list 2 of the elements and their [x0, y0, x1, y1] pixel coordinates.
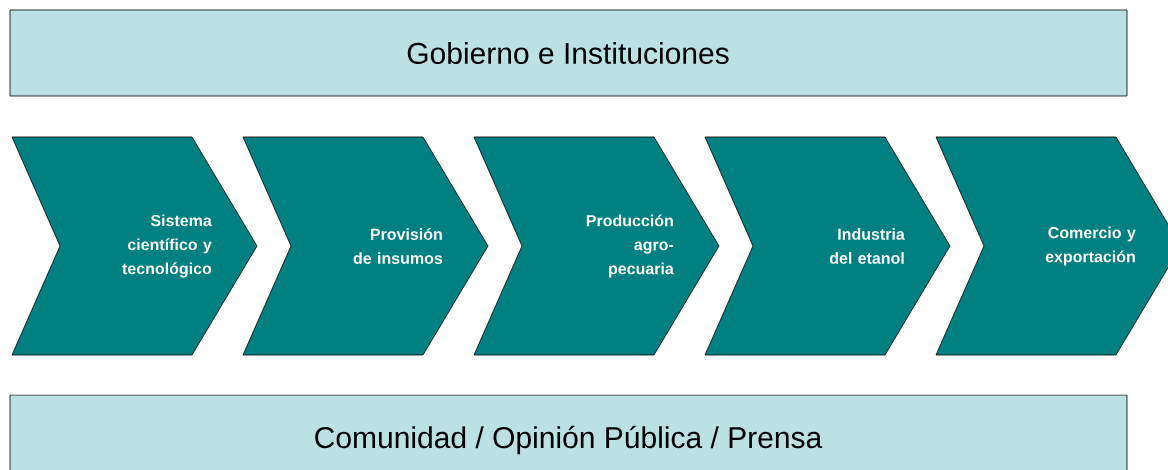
band-box: Gobierno e Instituciones [9, 9, 1128, 97]
band-box: Comunidad / Opinión Pública / Prensa [9, 394, 1128, 470]
